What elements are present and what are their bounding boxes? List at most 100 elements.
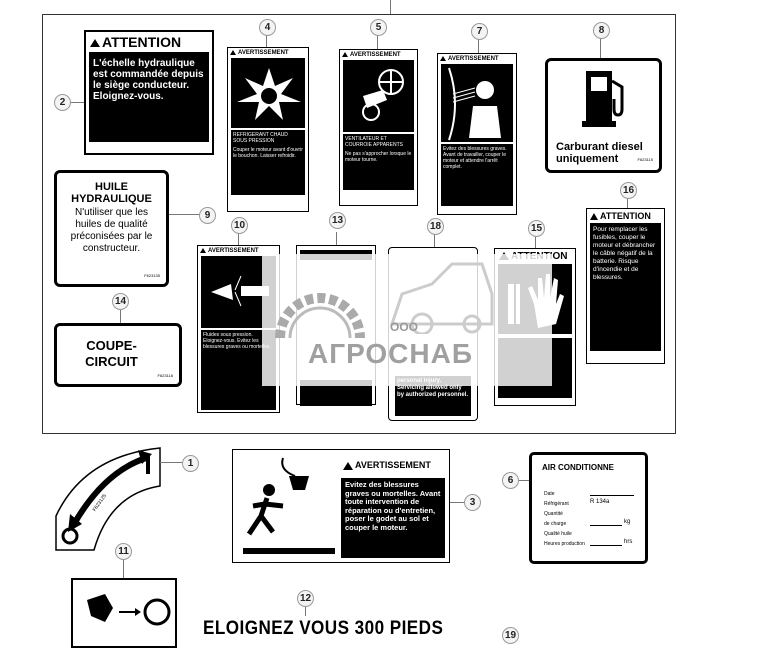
fill-line: [590, 545, 622, 546]
decal-header: AVERTISSEMENT: [198, 246, 279, 256]
refrigerant-value: R 134a: [590, 499, 610, 505]
callout-7: 7: [471, 23, 488, 40]
decal-text: Couper le moteur avant d'ouvrir le bouch…: [233, 147, 303, 160]
row-label: Heures production: [544, 541, 585, 547]
part-code: F623115: [637, 157, 654, 162]
row-label: de charge: [544, 521, 567, 527]
decal-carburant-diesel: Carburant diesel uniquement F623115: [545, 58, 662, 173]
decal-header-text: AVERTISSEMENT: [350, 52, 401, 59]
unit-hrs: hrs: [624, 539, 633, 545]
decal-text: Carburant diesel uniquement: [556, 141, 643, 165]
warning-icon: [343, 461, 353, 470]
callout-15: 15: [528, 220, 545, 237]
leader-line: [336, 232, 337, 245]
callout-8: 8: [593, 22, 610, 39]
decal-text: Ne pas s'approcher lorsque le moteur tou…: [345, 151, 412, 164]
decal-header: AVERTISSEMENT: [228, 48, 308, 58]
decal-group-frame: [42, 14, 676, 434]
row-label: Date: [544, 491, 555, 497]
spray-pictogram: [441, 64, 513, 143]
decal-header: AVERTISSEMENT: [340, 50, 417, 60]
decal-text: COUPE-CIRCUIT: [85, 338, 138, 369]
callout-13: 13: [329, 212, 346, 229]
decal-eloignez-text: ELOIGNEZ VOUS 300 PIEDS: [203, 618, 444, 639]
fan-belt-pictogram: [343, 60, 414, 133]
callout-9: 9: [199, 207, 216, 224]
decal-header-text: ATTENTION: [102, 34, 182, 50]
unit-kg: kg: [624, 519, 631, 525]
warning-icon: [200, 248, 206, 253]
part-code: F623135: [144, 273, 160, 278]
leader-line: [123, 558, 124, 578]
decal-attention-fusibles: ATTENTION Pour remplacer les fusibles, c…: [586, 208, 665, 364]
watermark-prefix: ООО: [390, 320, 419, 334]
callout-16: 16: [620, 182, 637, 199]
harvester-logo-icon: [389, 262, 494, 334]
decal-header: AIR CONDITIONNE: [542, 463, 614, 472]
decal-coupe-circuit: COUPE-CIRCUIT F623118: [54, 323, 182, 387]
callout-3: 3: [464, 494, 481, 511]
leader-line: [390, 0, 391, 14]
leader-line: [478, 38, 479, 53]
leader-line: [377, 34, 378, 49]
decal-11: [71, 578, 177, 648]
callout-11: 11: [115, 543, 132, 560]
leader-line: [627, 196, 628, 208]
decal-header: ATTENTION: [86, 32, 212, 52]
decal-arc-1: [55, 447, 161, 551]
leader-line: [535, 237, 536, 248]
decal-air-conditionne: AIR CONDITIONNE Date Réfrigérant Quantit…: [529, 452, 648, 564]
row-label: Réfrigérant: [544, 501, 569, 507]
leader-line: [160, 462, 182, 463]
decal-header-text: AVERTISSEMENT: [448, 56, 499, 63]
fuel-pump-icon: [582, 71, 624, 127]
decal-text: Pour remplacer les fusibles, couper le m…: [590, 223, 661, 351]
warning-icon: [590, 213, 598, 221]
warning-icon: [440, 56, 446, 61]
decal-evitez-blessures: AVERTISSEMENT Evitez des blessures grave…: [437, 53, 517, 215]
warning-icon: [90, 39, 100, 48]
decal-echelle-attention: ATTENTION L'échelle hydraulique est comm…: [84, 30, 214, 155]
watermark-company-name: АГРОСНАБ: [308, 338, 473, 369]
crushing-pictogram: [243, 457, 335, 554]
max-level-icon: [87, 594, 171, 626]
callout-5: 5: [370, 19, 387, 36]
row-label: Qualité huile: [544, 531, 572, 537]
decal-huile-hydraulique: HUILE HYDRAULIQUE N'utiliser que les hui…: [54, 170, 169, 287]
callout-1: 1: [182, 455, 199, 472]
explosion-pictogram: [231, 58, 305, 129]
callout-10: 10: [231, 217, 248, 234]
decal-header-text: AVERTISSEMENT: [355, 460, 431, 470]
leader-line: [305, 606, 306, 616]
callout-4: 4: [259, 19, 276, 36]
callout-6: 6: [502, 472, 519, 489]
row-label: Quantité: [544, 511, 563, 517]
leader-line: [238, 232, 239, 245]
decal-caption: REFRIGERANT CHAUD SOUS PRESSION: [233, 132, 288, 145]
callout-19: 19: [502, 627, 519, 644]
warning-icon: [342, 52, 348, 57]
leader-line: [518, 480, 529, 481]
watermark: ООО АГРОСНАБ: [262, 254, 552, 386]
leader-line: [120, 308, 121, 323]
warning-icon: [230, 50, 236, 55]
callout-12: 12: [297, 590, 314, 607]
decal-rows: Date Réfrigérant Quantité de charge Qual…: [544, 489, 585, 549]
fill-line: [590, 495, 634, 496]
decal-header: AVERTISSEMENT: [438, 54, 516, 64]
gear-logo-icon: [275, 293, 365, 339]
callout-2: 2: [54, 94, 71, 111]
leader-line: [450, 502, 464, 503]
callout-18: 18: [427, 218, 444, 235]
decal-ventilateur: AVERTISSEMENT VENTILATEUR ET COURROIE AP…: [339, 49, 418, 206]
fill-line: [590, 525, 622, 526]
leader-line: [600, 38, 601, 58]
leader-line: [266, 34, 267, 47]
leader-line: [434, 233, 435, 247]
leader-line: [70, 102, 84, 103]
part-code: F623127: [188, 142, 204, 147]
decal-text: Evitez des blessures graves. Avant de tr…: [441, 144, 513, 207]
decal-avertissement-godet: AVERTISSEMENT Evitez des blessures grave…: [232, 449, 450, 563]
decal-header-text: AVERTISSEMENT: [208, 248, 259, 255]
decal-header: AVERTISSEMENT: [343, 460, 431, 470]
